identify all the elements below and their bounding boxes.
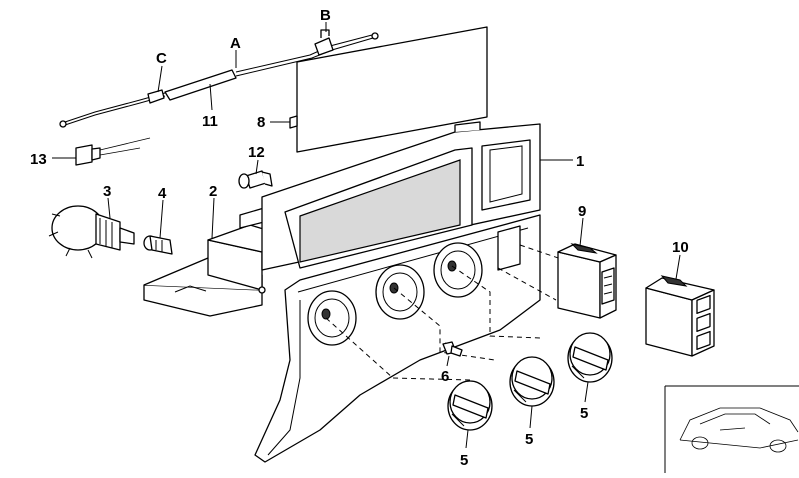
control-bezel [254, 121, 541, 463]
callout-5-bottom: 5 [460, 452, 468, 469]
callout-8: 8 [257, 114, 265, 131]
callout-5-right: 5 [580, 405, 588, 422]
knob-2 [509, 356, 555, 407]
callout-11: 11 [202, 113, 218, 130]
screw-part [143, 235, 173, 255]
callout-2: 2 [209, 183, 217, 200]
vehicle-thumbnail [664, 385, 799, 473]
callout-b: B [320, 7, 331, 24]
callout-13: 13 [30, 151, 47, 168]
knob-3 [567, 332, 613, 383]
callout-1: 1 [576, 153, 584, 170]
sensor-part [75, 137, 151, 166]
rotary-switch [48, 205, 135, 259]
callout-9: 9 [578, 203, 586, 220]
switch-part [557, 243, 617, 319]
leader-lines [52, 22, 681, 449]
callout-a: A [230, 35, 241, 52]
callout-10: 10 [672, 239, 689, 256]
callout-4: 4 [158, 185, 167, 202]
small-screw [442, 341, 463, 357]
callout-labels: B A C 11 8 1 13 12 3 4 2 9 10 6 5 5 5 5 [30, 7, 689, 469]
knob-1 [447, 380, 493, 431]
callout-5-middle: 5 [525, 431, 533, 448]
callout-6: 6 [441, 368, 449, 385]
cover-panel [289, 26, 488, 153]
callout-c: C [156, 50, 167, 67]
bowden-cable [59, 29, 379, 128]
bulb-part [238, 170, 273, 189]
switch-block [645, 275, 715, 357]
callout-3: 3 [103, 183, 111, 200]
callout-12: 12 [248, 144, 265, 161]
